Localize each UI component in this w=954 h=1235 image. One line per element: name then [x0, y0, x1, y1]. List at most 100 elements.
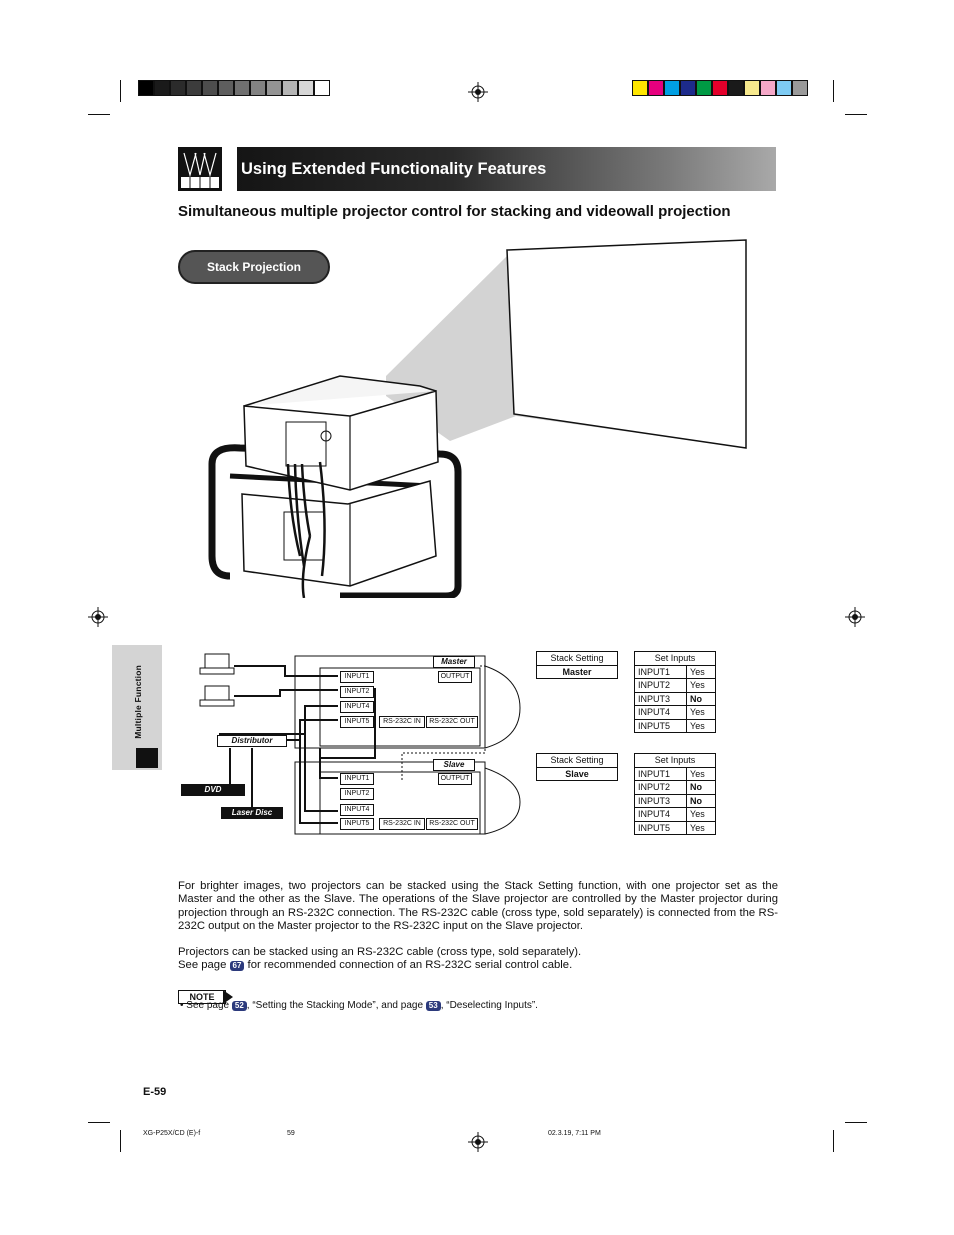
projector-array-icon [178, 147, 222, 191]
registration-target-icon [468, 1132, 488, 1152]
registration-target-icon [468, 82, 488, 102]
color-swatch [728, 80, 744, 96]
note-text: • See page 52, “Setting the Stacking Mod… [180, 1000, 538, 1011]
color-swatch [632, 80, 648, 96]
grayscale-bar [138, 80, 330, 96]
registration-target-icon [88, 607, 108, 627]
color-bar [632, 80, 808, 96]
color-swatch [712, 80, 728, 96]
text: See page [178, 959, 230, 972]
table-cell: Yes [686, 718, 716, 733]
master-port-input5: INPUT5 [340, 716, 374, 728]
color-swatch [234, 80, 250, 96]
table-cell: Yes [686, 664, 716, 679]
master-port-rs-in: RS-232C IN [379, 716, 425, 728]
color-swatch [282, 80, 298, 96]
table-cell: Yes [686, 807, 716, 822]
crop-mark [833, 80, 834, 102]
master-label: Master [433, 656, 475, 668]
table-cell: INPUT3 [633, 691, 688, 706]
table-cell: No [686, 691, 716, 706]
table-cell: Yes [686, 678, 716, 693]
crop-mark [88, 114, 110, 115]
color-swatch [154, 80, 170, 96]
color-swatch [680, 80, 696, 96]
paragraph-rs232c: Projectors can be stacked using an RS-23… [178, 946, 778, 973]
slave-port-input1: INPUT1 [340, 773, 374, 785]
table-header: Set Inputs [634, 651, 716, 666]
section-title: Using Extended Functionality Features [241, 160, 547, 178]
crop-mark [833, 1130, 834, 1152]
section-header-bar [237, 147, 776, 191]
crop-mark [120, 1130, 121, 1152]
color-swatch [664, 80, 680, 96]
table-header: Set Inputs [634, 753, 716, 768]
page-number: E-59 [143, 1086, 167, 1098]
color-swatch [250, 80, 266, 96]
table-cell: Master [536, 664, 618, 679]
color-swatch [186, 80, 202, 96]
color-swatch [696, 80, 712, 96]
slave-port-rs-out: RS-232C OUT [426, 818, 478, 830]
master-port-input1: INPUT1 [340, 671, 374, 683]
table-header: Stack Setting [536, 753, 618, 768]
color-swatch [314, 80, 330, 96]
master-port-rs-out: RS-232C OUT [426, 716, 478, 728]
sidebar-label: Multiple Function [133, 665, 143, 739]
projector-array-icon [136, 748, 158, 768]
page-subtitle: Simultaneous multiple projector control … [178, 203, 731, 220]
footer-right: 02.3.19, 7:11 PM [548, 1130, 601, 1137]
registration-target-icon [845, 607, 865, 627]
slave-stack-setting-table: Stack Setting Slave [536, 753, 618, 781]
footer-left: XG-P25X/CD (E)-f [143, 1130, 201, 1137]
color-swatch [792, 80, 808, 96]
page-ref-52[interactable]: 52 [231, 1001, 247, 1011]
table-cell: INPUT2 [633, 678, 688, 693]
table-cell: INPUT1 [633, 664, 688, 679]
slave-port-output: OUTPUT [438, 773, 472, 785]
table-cell: Yes [686, 766, 716, 781]
table-cell: Slave [536, 766, 618, 781]
master-port-input2: INPUT2 [340, 686, 374, 698]
dvd-label: DVD [181, 784, 245, 796]
table-cell: INPUT4 [633, 705, 688, 720]
table-cell: INPUT3 [633, 793, 688, 808]
slave-port-input2: INPUT2 [340, 788, 374, 800]
footer-center: 59 [287, 1130, 295, 1137]
text: , “Setting the Stacking Mode”, and page [246, 1000, 426, 1011]
master-stack-setting-table: Stack Setting Master [536, 651, 618, 679]
text: for recommended connection of an RS-232C… [244, 959, 573, 972]
color-swatch [776, 80, 792, 96]
slave-port-input5: INPUT5 [340, 818, 374, 830]
table-cell: INPUT4 [633, 807, 688, 822]
table-cell: Yes [686, 820, 716, 835]
master-port-input4: INPUT4 [340, 701, 374, 713]
table-header: Stack Setting [536, 651, 618, 666]
text: , “Deselecting Inputs”. [440, 1000, 538, 1011]
crop-mark [120, 80, 121, 102]
slave-label: Slave [433, 759, 475, 771]
color-swatch [298, 80, 314, 96]
slave-port-input4: INPUT4 [340, 804, 374, 816]
stacked-projectors-illustration [208, 239, 747, 598]
distributor-label: Distributor [217, 735, 287, 747]
color-swatch [744, 80, 760, 96]
master-port-output: OUTPUT [438, 671, 472, 683]
laser-disc-label: Laser Disc [221, 807, 283, 819]
arrow-right-icon [223, 990, 233, 1004]
text: • See page [180, 1000, 232, 1011]
stack-projection-badge: Stack Projection [178, 250, 330, 284]
page-ref-53[interactable]: 53 [425, 1001, 441, 1011]
table-cell: No [686, 793, 716, 808]
page-ref-67[interactable]: 67 [229, 961, 245, 972]
